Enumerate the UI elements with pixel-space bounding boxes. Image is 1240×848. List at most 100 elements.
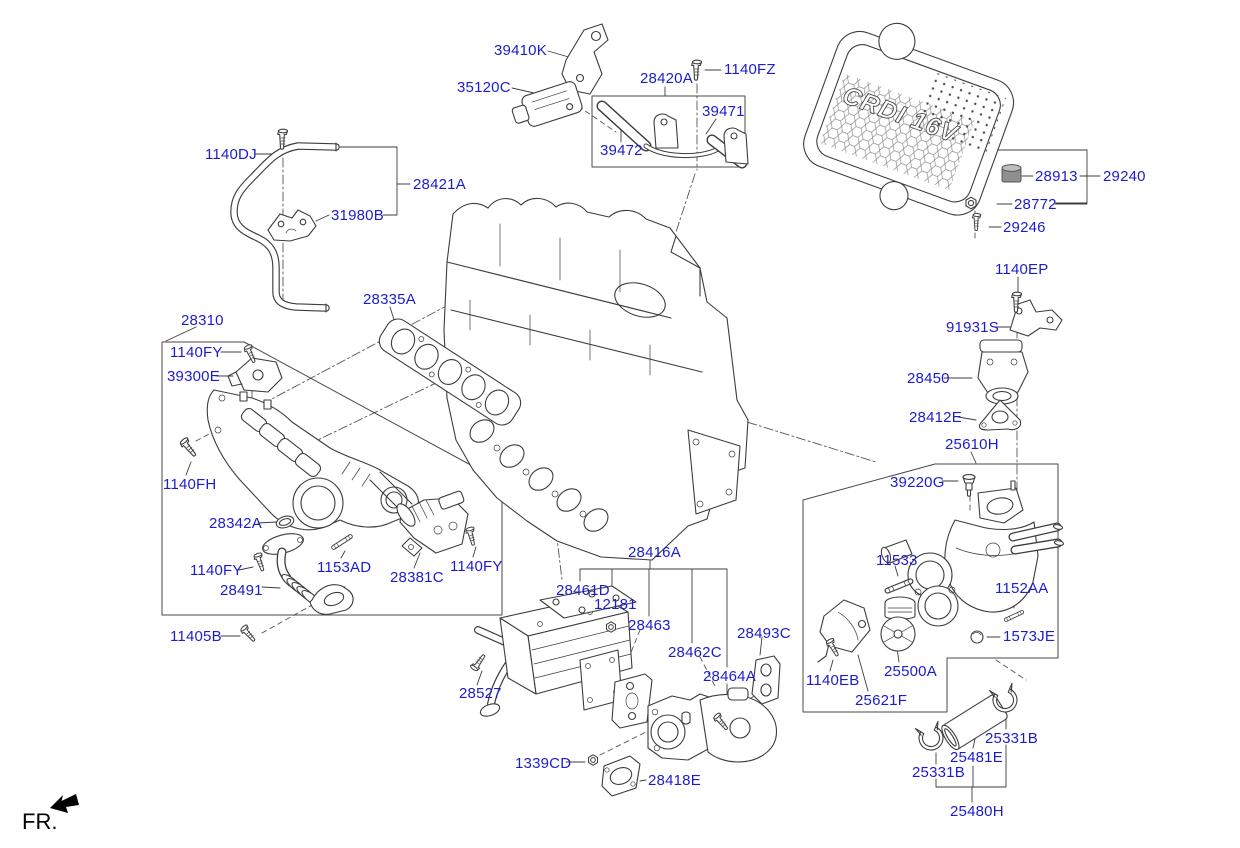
part-number-28416A[interactable]: 28416A — [628, 544, 681, 561]
stud-1153ad-drawing — [330, 533, 354, 551]
part-number-1140FY[interactable]: 1140FY — [170, 344, 223, 361]
gasket-28412e-drawing — [978, 399, 1022, 431]
cooler-bracket-28461d-drawing — [539, 585, 637, 619]
part-number-91931S[interactable]: 91931S — [946, 319, 999, 336]
bolt-1140fh-drawing — [178, 436, 200, 459]
part-number-28491[interactable]: 28491 — [220, 582, 263, 599]
part-number-28493C[interactable]: 28493C — [737, 625, 791, 642]
group-boxes — [161, 95, 1059, 713]
part-number-1140FH[interactable]: 1140FH — [163, 476, 217, 493]
part-number-28463[interactable]: 28463 — [628, 617, 671, 634]
part-number-12181[interactable]: 12181 — [594, 596, 637, 613]
part-number-1140DJ[interactable]: 1140DJ — [205, 146, 257, 163]
part-number-25621F[interactable]: 25621F — [855, 692, 908, 709]
bolt-11405b-drawing — [238, 623, 259, 644]
part-number-29246[interactable]: 29246 — [1003, 219, 1046, 236]
bolt-28527-drawing — [469, 651, 488, 673]
part-number-28772[interactable]: 28772 — [1014, 196, 1057, 213]
egr-valve-28450-drawing — [977, 339, 1029, 405]
part-number-28342A[interactable]: 28342A — [209, 515, 262, 532]
coolant-sensor-39220g-drawing — [962, 474, 976, 497]
part-number-25331B[interactable]: 25331B — [985, 730, 1038, 747]
part-number-1573JE[interactable]: 1573JE — [1003, 628, 1056, 645]
nut-12181-drawing — [606, 621, 616, 633]
part-number-1153AD[interactable]: 1153AD — [317, 559, 372, 576]
part-number-39472[interactable]: 39472 — [600, 142, 643, 159]
part-number-28461D[interactable]: 28461D — [556, 582, 610, 599]
part-number-25481E[interactable]: 25481E — [950, 749, 1003, 766]
part-number-25500A[interactable]: 25500A — [884, 663, 937, 680]
intake-manifold-drawing — [206, 389, 419, 555]
part-number-39220G[interactable]: 39220G — [890, 474, 945, 491]
part-number-1140FZ[interactable]: 1140FZ — [724, 61, 776, 78]
part-number-28527[interactable]: 28527 — [459, 685, 502, 702]
map-sensor-39300e-drawing — [227, 357, 283, 393]
bracket-39410k-drawing — [561, 23, 609, 95]
part-number-11405B[interactable]: 11405B — [170, 628, 222, 645]
part-number-28420A[interactable]: 28420A — [640, 70, 693, 87]
egr-valve-28462c-drawing — [647, 687, 778, 763]
egr-cooler-drawing — [474, 585, 637, 717]
hose-assembly-28420a-drawing — [596, 100, 749, 169]
group-box-28420a — [591, 95, 746, 168]
plug-1573je-drawing — [970, 630, 984, 644]
part-number-11533[interactable]: 11533 — [876, 552, 918, 569]
part-number-28462C[interactable]: 28462C — [668, 644, 722, 661]
gasket-28418e-drawing — [601, 755, 641, 797]
part-number-1152AA[interactable]: 1152AA — [995, 580, 1049, 597]
bracket-lines — [339, 146, 1101, 803]
part-number-28381C[interactable]: 28381C — [390, 569, 444, 586]
water-inlet-25621f-drawing — [817, 599, 871, 663]
fr-direction-label: FR. — [22, 809, 58, 834]
part-number-39300E[interactable]: 39300E — [167, 368, 220, 385]
part-number-1140FY[interactable]: 1140FY — [190, 562, 243, 579]
part-number-1140FY[interactable]: 1140FY — [450, 558, 503, 575]
part-number-28450[interactable]: 28450 — [907, 370, 950, 387]
hose-clip-icon — [653, 113, 679, 149]
manifold-gasket-28335a-drawing — [378, 318, 522, 426]
part-number-25610H[interactable]: 25610H — [945, 436, 999, 453]
bolt-1140fy-drawing — [464, 525, 479, 547]
part-number-28412E[interactable]: 28412E — [909, 409, 962, 426]
coolant-hose-25481e-drawing — [941, 694, 1008, 751]
part-number-35120C[interactable]: 35120C — [457, 79, 511, 96]
part-number-28310[interactable]: 28310 — [181, 312, 224, 329]
part-number-28913[interactable]: 28913 — [1035, 168, 1078, 185]
part-number-1140EP[interactable]: 1140EP — [995, 261, 1049, 278]
grommet-28913-drawing — [1001, 164, 1022, 183]
egr-actuator-28381c-drawing — [396, 490, 469, 557]
group-box-28310 — [161, 341, 503, 616]
part-number-1339CD[interactable]: 1339CD — [515, 755, 572, 772]
pipe-bracket-31980b-drawing — [267, 209, 317, 242]
stud-29246-drawing — [972, 213, 982, 231]
part-number-28464A[interactable]: 28464A — [703, 668, 756, 685]
part-number-25480H[interactable]: 25480H — [950, 803, 1004, 820]
hose-clamp-25331b-drawing — [914, 720, 947, 754]
thermostat-25500a-drawing — [880, 596, 916, 652]
vacuum-pipe-28421a-drawing — [230, 142, 340, 313]
engine-cover-drawing: CRDI 16V — [803, 22, 1015, 216]
part-number-28421A[interactable]: 28421A — [413, 176, 466, 193]
egr-pipe-28491-drawing — [276, 547, 354, 615]
part-number-39410K[interactable]: 39410K — [494, 42, 547, 59]
stud-11533-drawing — [883, 577, 915, 595]
gasket-28463-drawing — [611, 673, 653, 729]
hose-clip-icon — [723, 127, 749, 165]
part-number-25331B[interactable]: 25331B — [912, 764, 965, 781]
part-number-29240[interactable]: 29240 — [1103, 168, 1146, 185]
nut-1339cd-drawing — [588, 754, 598, 766]
cylinder-head-drawing — [443, 197, 749, 561]
part-number-31980B[interactable]: 31980B — [331, 207, 384, 224]
bolt-1140fz-drawing — [691, 59, 703, 81]
egr-bracket-91931s-drawing — [1009, 299, 1063, 337]
stud-1152aa-drawing — [1003, 609, 1025, 623]
fr-arrow-icon — [50, 794, 79, 813]
part-number-28335A[interactable]: 28335A — [363, 291, 416, 308]
part-number-1140EB[interactable]: 1140EB — [806, 672, 860, 689]
group-box-25610h — [802, 463, 1059, 713]
part-number-39471[interactable]: 39471 — [702, 103, 745, 120]
map-sensor-35120c-drawing — [511, 81, 583, 127]
part-number-28418E[interactable]: 28418E — [648, 772, 701, 789]
